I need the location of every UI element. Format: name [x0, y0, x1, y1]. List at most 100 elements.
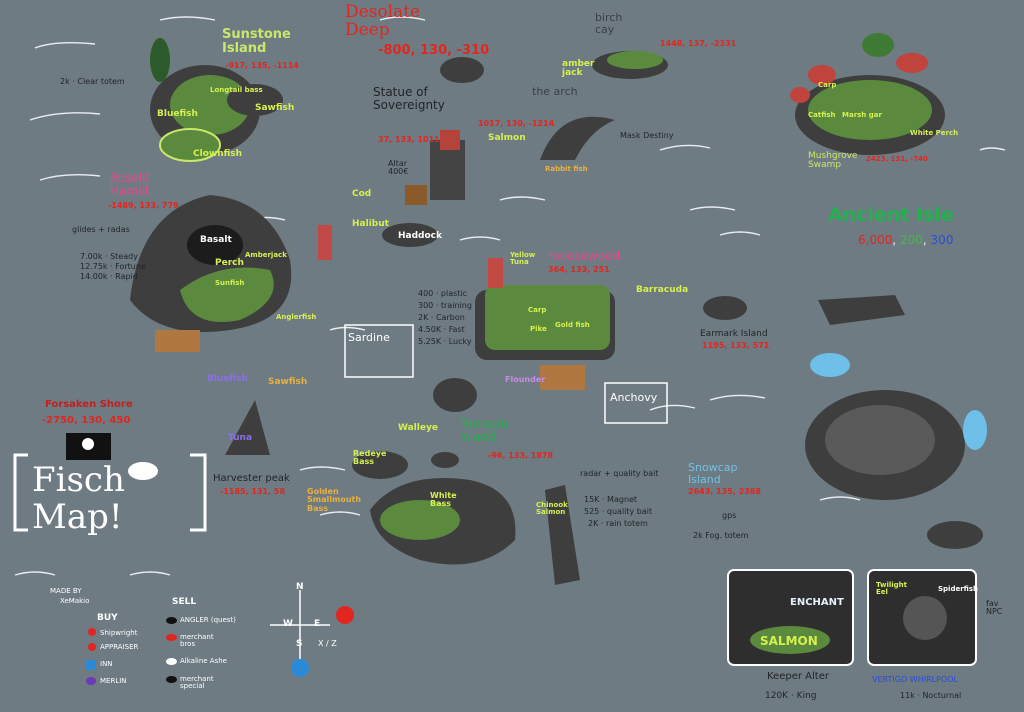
mushgrove-fish-carp: Carp — [818, 81, 837, 89]
fish-halibut: Halibut — [352, 219, 389, 229]
legend-sell-angler: ANGLER (quest) — [180, 616, 236, 624]
alkaline-icon — [166, 658, 177, 665]
earmark-shape — [703, 296, 747, 320]
z-axis-marker — [291, 659, 309, 677]
rod-fortune: 12.75k · Fortune — [80, 262, 146, 271]
snowcap-note: gps — [722, 511, 737, 520]
angler-icon — [166, 617, 177, 624]
mushgrove-title: Mushgrove Swamp — [808, 151, 858, 171]
fish-haddock: Haddock — [398, 231, 442, 241]
vertigo-fish-eel: Twilight Eel — [876, 581, 908, 597]
mushgrove-shape — [790, 33, 945, 155]
harvester-fish-bluefish: Bluefish — [207, 374, 248, 384]
statue-shape — [405, 130, 465, 205]
keeper-enchant: ENCHANT — [790, 597, 844, 608]
compass-rose — [270, 590, 330, 660]
compass-east: E — [314, 619, 321, 629]
sunstone-fish-clownfish: Clownfish — [193, 149, 243, 159]
moosewood-coords: 364, 133, 251 — [548, 265, 610, 274]
water-waves — [14, 16, 1006, 576]
harvester-fish-tuna: Tuna — [228, 433, 253, 443]
sunstone-title: Sunstone Island — [222, 27, 291, 56]
sunstone-coords: -917, 135, -1114 — [225, 61, 299, 70]
compass-xz: X / Z — [318, 639, 337, 648]
terrapin-coords: -96, 133, 1878 — [488, 451, 554, 460]
statue-coords: 37, 133, 1011 — [378, 135, 440, 144]
legend-sell-title: SELL — [172, 597, 197, 607]
ancient-coords: 6,000, 200, 300 — [858, 233, 954, 247]
harvester-title: Harvester peak — [213, 473, 290, 484]
statue-title: Statue of Sovereignty — [373, 85, 445, 112]
rod-training: 300 · training — [418, 301, 472, 310]
terrapin-fish-golden: Golden Smallmouth Bass — [307, 487, 362, 513]
keeper-price: 120K · King — [765, 691, 817, 701]
snowcap-title: Snowcap Island — [688, 461, 738, 486]
rod-steady: 7.00k · Steady — [80, 252, 138, 261]
ancient-x: 6,000 — [858, 233, 893, 247]
moosewood-fish-flounder: Flounder — [505, 375, 546, 384]
clear-totem: 2k · Clear totem — [60, 77, 125, 86]
made-by-label: MADE BY — [50, 587, 82, 595]
anchovy-label: Anchovy — [610, 391, 658, 404]
terrapin-fish-chinook: Chinook Salmon — [536, 501, 568, 517]
legend-buy-merlin: MERLIN — [100, 677, 127, 685]
arch-coords: 1017, 130, -1214 — [478, 119, 555, 128]
rod-plastic: 400 · plastic — [418, 289, 468, 298]
fish-logo-icon — [128, 462, 158, 480]
birch-fish: amber jack — [562, 59, 595, 79]
birch-cay-shape — [592, 51, 668, 79]
ancient-title: Ancient Isle — [828, 204, 954, 226]
legend-buy-shipwright: Shipwright — [100, 629, 138, 637]
terrapin-title: Terrapin Island — [460, 417, 509, 444]
legend-buy-appraiser: APPRAISER — [100, 643, 139, 651]
map-title: Fisch Map! — [32, 460, 125, 538]
ancient-rock — [818, 295, 905, 325]
roselit-hamlit-shape — [130, 195, 292, 352]
rod-fast: 4.50K · Fast — [418, 325, 465, 334]
roselit-rods-title: glides + radas — [72, 225, 130, 234]
inn-icon — [86, 660, 96, 670]
desolate-rock — [440, 57, 484, 83]
forsaken-title: Forsaken Shore — [45, 399, 133, 410]
vertigo-npc: fav NPC — [986, 599, 1003, 617]
roselit-fish-perch: Perch — [215, 258, 244, 268]
rain-totem: 2K · rain totem — [588, 519, 648, 528]
forsaken-coords: -2750, 130, 450 — [42, 415, 131, 426]
roselit-fish-sunfish: Sunfish — [215, 279, 245, 287]
harvester-peak-shape — [225, 400, 270, 455]
earmark-coords: 1195, 133, 571 — [702, 341, 770, 350]
arch-note: Mask Destiny — [620, 131, 674, 140]
keeper-title: Keeper Alter — [767, 671, 829, 682]
terrapin-shape — [352, 378, 580, 585]
compass-north: N — [296, 582, 304, 592]
compass-south: S — [296, 639, 303, 649]
moosewood-fish-goldfish: Gold fish — [555, 321, 590, 329]
terrapin-shop-magnet: 15K · Magnet — [584, 495, 638, 504]
arch-shape — [540, 116, 615, 160]
keeper-fish: SALMON — [760, 634, 818, 648]
ancient-y: 200 — [900, 233, 923, 247]
moosewood-shape — [475, 258, 615, 390]
merchant-icon — [166, 634, 177, 641]
earmark-title: Earmark Island — [700, 329, 768, 339]
terrapin-shop-title: radar + quality bait — [580, 469, 659, 478]
merlin-icon — [86, 677, 96, 685]
compass-west: W — [283, 619, 293, 629]
arch-fish: Salmon — [488, 133, 526, 143]
mushgrove-fish-gar: Marsh gar — [842, 111, 882, 119]
roselit-fish-basalt: Basalt — [200, 235, 232, 245]
author-name: XeMakio — [60, 597, 90, 605]
roselit-fish-anglerfish: Anglerfish — [276, 313, 317, 321]
sunstone-island-shape — [150, 38, 283, 162]
sunstone-fish-longtail: Longtail bass — [210, 86, 263, 94]
roselit-fish-amberjack: Amberjack — [245, 251, 287, 259]
haddock-rock — [382, 223, 438, 247]
rod-lucky: 5.25K · Lucky — [418, 337, 472, 346]
appraiser-icon — [88, 643, 96, 651]
vertigo-price: 11k · Nocturnal — [900, 691, 962, 700]
lighthouse-west — [318, 225, 332, 260]
terrapin-fish-whitebass: White Bass — [430, 491, 457, 509]
ancient-z: 300 — [930, 233, 954, 247]
snowcap-coords: 2643, 135, 2388 — [688, 487, 761, 496]
